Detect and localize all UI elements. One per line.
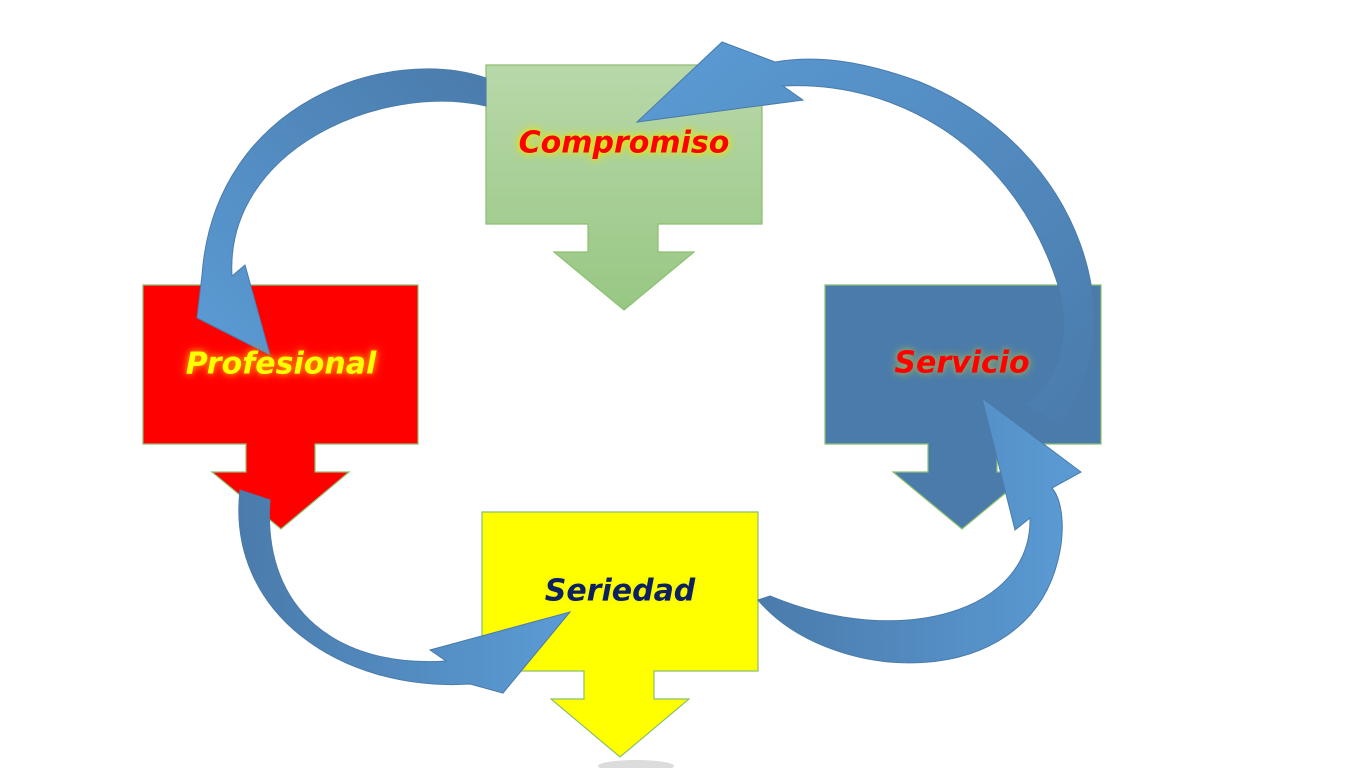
- compromiso-label: Compromiso: [518, 125, 730, 161]
- curved-arrow-profesional-to-seriedad: [238, 489, 572, 694]
- compromiso-down-arrow-box: [485, 64, 763, 311]
- seriedad-label: Seriedad: [544, 573, 696, 609]
- shadow: [598, 760, 674, 768]
- servicio-label: Servicio: [894, 345, 1030, 381]
- profesional-label: Profesional: [185, 346, 377, 382]
- seriedad-down-arrow-box: [481, 511, 759, 758]
- curved-arrow-servicio-to-compromiso: [635, 41, 1095, 426]
- servicio-down-arrow-box: [824, 284, 1102, 530]
- curved-arrow-compromiso-to-profesional: [196, 68, 487, 356]
- profesional-down-arrow-box: [142, 284, 419, 530]
- curved-arrow-seriedad-to-servicio: [757, 396, 1082, 664]
